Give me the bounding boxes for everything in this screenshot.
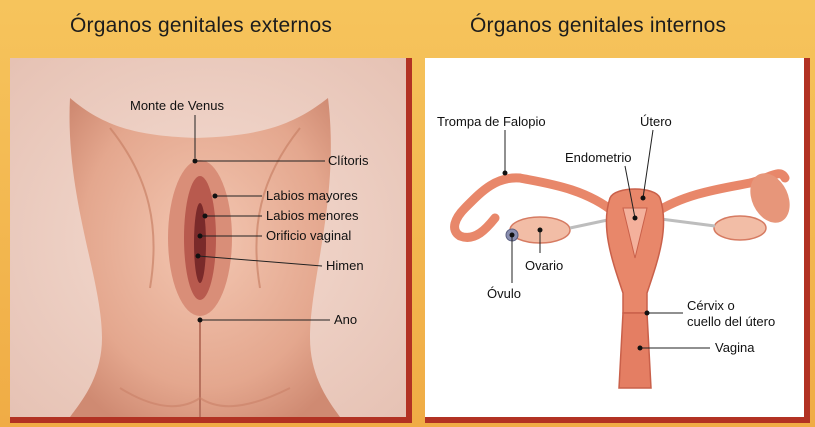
panel-external: Monte de Venus Clítoris Labios mayores L… (10, 58, 412, 423)
label-clitoris: Clítoris (328, 153, 369, 168)
internal-illustration: Trompa de Falopio Útero Endometrio Ovari… (425, 58, 804, 417)
right-ovary (713, 215, 767, 241)
label-ovulo: Óvulo (487, 286, 521, 301)
label-labios-mayores: Labios mayores (266, 188, 358, 203)
right-fallopian-tube (650, 169, 790, 218)
external-dots (192, 158, 218, 323)
label-trompa-de-falopio: Trompa de Falopio (437, 114, 546, 129)
label-ano: Ano (334, 312, 357, 327)
right-fimbriae (750, 173, 790, 223)
external-illustration: Monte de Venus Clítoris Labios mayores L… (10, 58, 406, 417)
label-monte-de-venus: Monte de Venus (130, 98, 224, 113)
left-crease (109, 127, 155, 289)
external-leaders (194, 115, 330, 321)
label-ovario: Ovario (525, 258, 563, 273)
left-fallopian-tube (450, 173, 620, 242)
label-labios-menores: Labios menores (266, 208, 359, 223)
label-endometrio: Endometrio (565, 150, 631, 165)
vaginal-opening (194, 203, 206, 283)
label-utero: Útero (640, 114, 672, 129)
internal-leaders (504, 129, 710, 349)
label-himen: Himen (326, 258, 364, 273)
buttock-curve (119, 387, 291, 408)
label-orificio-vaginal: Orificio vaginal (266, 228, 351, 243)
title-internal: Órganos genitales internos (470, 14, 727, 37)
endometrium (622, 207, 648, 259)
label-vagina: Vagina (715, 340, 755, 355)
label-cervix-line2: cuello del útero (687, 314, 775, 329)
right-crease (255, 127, 301, 289)
label-cervix-line1: Cérvix o (687, 298, 735, 313)
internal-dots (502, 170, 650, 351)
panel-internal: Trompa de Falopio Útero Endometrio Ovari… (425, 58, 810, 423)
vagina-shape (618, 312, 652, 389)
title-external: Órganos genitales externos (70, 14, 333, 37)
